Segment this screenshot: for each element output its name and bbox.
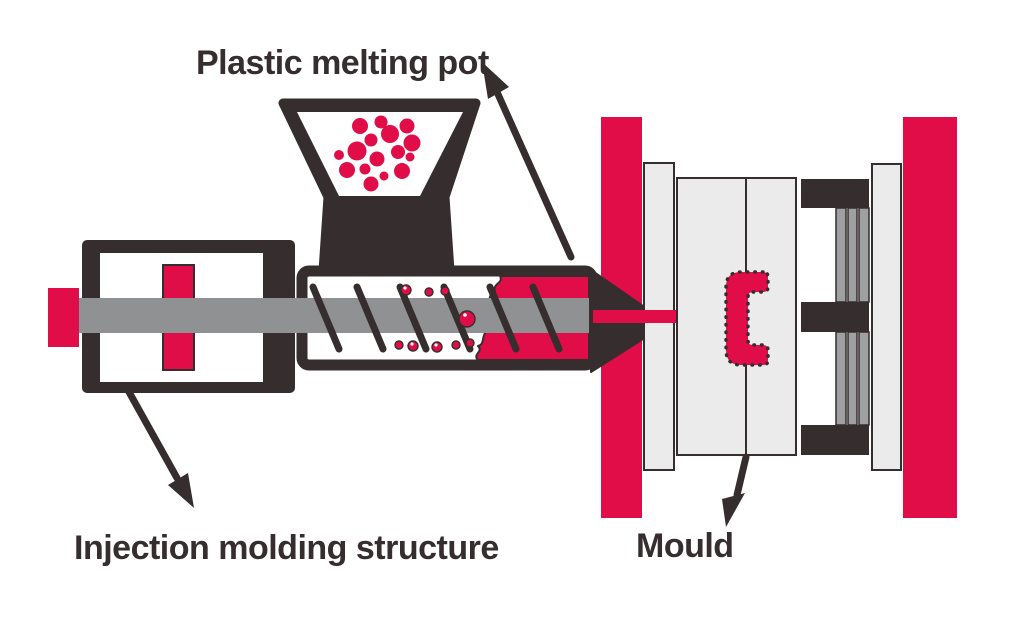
- plastic-pellets: [334, 115, 421, 192]
- diagram-dot: [410, 342, 414, 346]
- mould-assembly: [601, 117, 957, 518]
- diagram-dot: [400, 284, 412, 296]
- diagram-dot: [394, 163, 410, 179]
- molded-part: [724, 270, 770, 367]
- screw-flight: [309, 283, 343, 353]
- barrel: [79, 265, 644, 373]
- moving-platen: [903, 117, 957, 518]
- diagram-dot: [431, 341, 443, 353]
- diagram-dot: [363, 176, 379, 192]
- screw-flight: [396, 283, 430, 353]
- diagram-dot: [381, 125, 399, 143]
- diagram-dot: [369, 151, 385, 167]
- arrow-mould: [722, 453, 750, 527]
- diagram-dot: [424, 287, 434, 297]
- injection-structure-label: Injection molding structure: [74, 529, 499, 567]
- mould-label: Mould: [636, 527, 734, 565]
- diagram-dot: [399, 118, 415, 134]
- diagram-dot: [403, 134, 421, 152]
- diagram-dot: [405, 152, 415, 162]
- screw-flight: [440, 283, 474, 353]
- ejector-bar-middle: [801, 302, 869, 332]
- diagram-dot: [347, 141, 367, 161]
- diagram-dot: [440, 286, 450, 296]
- screw-flight: [529, 283, 563, 353]
- diagram-dot: [465, 338, 475, 348]
- screw-flight: [353, 283, 387, 353]
- diagram-dot: [407, 340, 419, 352]
- core-plate: [745, 177, 797, 456]
- ejector-bar-top: [801, 179, 869, 208]
- diagram-dot: [451, 340, 461, 350]
- diagram-dot: [463, 313, 467, 317]
- screw-flights: [309, 283, 563, 353]
- diagram-dot: [374, 115, 388, 129]
- ejector-bar-bottom: [801, 425, 869, 455]
- diagram-dot: [394, 340, 404, 350]
- diagram-dot: [352, 118, 368, 134]
- diagram-dot: [334, 150, 344, 160]
- ejector-pins-lower: [835, 331, 870, 426]
- melt-droplets: [394, 284, 476, 353]
- diagram-dot: [391, 145, 405, 159]
- annotation-arrows: [125, 62, 750, 527]
- diagram-dot: [339, 162, 355, 178]
- droplet-highlights: [403, 286, 467, 347]
- diagram-dot: [458, 310, 476, 328]
- arrow-injection-structure: [125, 388, 194, 508]
- arrow-melting-pot: [482, 62, 575, 261]
- ejector-pins-upper: [835, 207, 870, 303]
- diagram-dot: [403, 286, 407, 290]
- diagram-dot: [359, 163, 371, 175]
- melting-pot-label: Plastic melting pot: [196, 44, 489, 82]
- ejector-housing: [801, 179, 870, 455]
- ram-end-block: [48, 288, 79, 347]
- sprue-channel: [593, 310, 676, 323]
- hopper: [278, 98, 481, 276]
- diagram-dot: [379, 171, 389, 181]
- diagram-dot: [434, 343, 438, 347]
- mould-plate-right: [871, 163, 902, 471]
- screw-shaft: [79, 298, 589, 333]
- diagram-dot: [364, 133, 378, 147]
- screw-flight: [486, 283, 520, 353]
